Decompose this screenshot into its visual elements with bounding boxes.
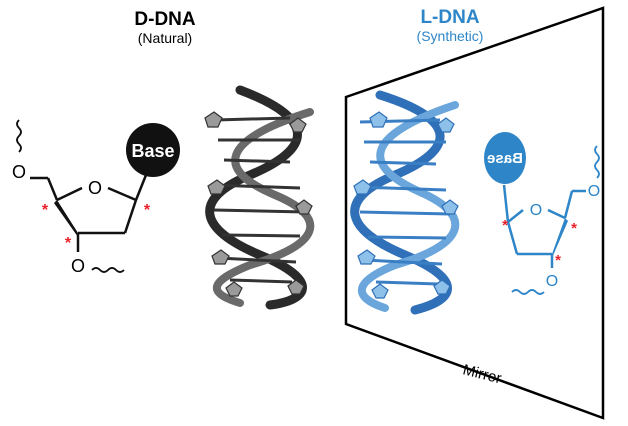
l-stereo-mark-c1: *	[502, 217, 508, 234]
d-base-label: Base	[131, 141, 174, 161]
d-sugar-structure	[16, 119, 148, 273]
l-dna-subtitle: (Synthetic)	[416, 28, 484, 44]
l-dna-title: L-DNA	[420, 7, 480, 28]
l-ring-oxygen: O	[530, 202, 542, 219]
l-5-oxygen: O	[588, 183, 600, 200]
l-base-circle	[484, 132, 526, 184]
d-3-oxygen: O	[71, 256, 85, 276]
d-5-oxygen: O	[12, 162, 26, 182]
d-base-circle	[126, 123, 180, 177]
l-stereo-mark-c4: *	[571, 220, 577, 237]
d-ring-oxygen: O	[88, 178, 102, 198]
l-sugar-structure	[502, 145, 600, 295]
d-dna-subtitle: (Natural)	[137, 30, 193, 46]
l-dna-helix	[350, 90, 460, 315]
l-3-oxygen: O	[546, 273, 558, 290]
d-stereo-mark-c4: *	[42, 202, 49, 219]
d-stereo-mark-c3: *	[65, 235, 72, 252]
l-stereo-mark-c3: *	[555, 252, 561, 269]
l-base-label: Base	[487, 150, 523, 167]
d-dna-helix	[204, 85, 315, 310]
d-dna-title: D-DNA	[134, 9, 196, 30]
d-stereo-mark-c1: *	[144, 202, 151, 219]
